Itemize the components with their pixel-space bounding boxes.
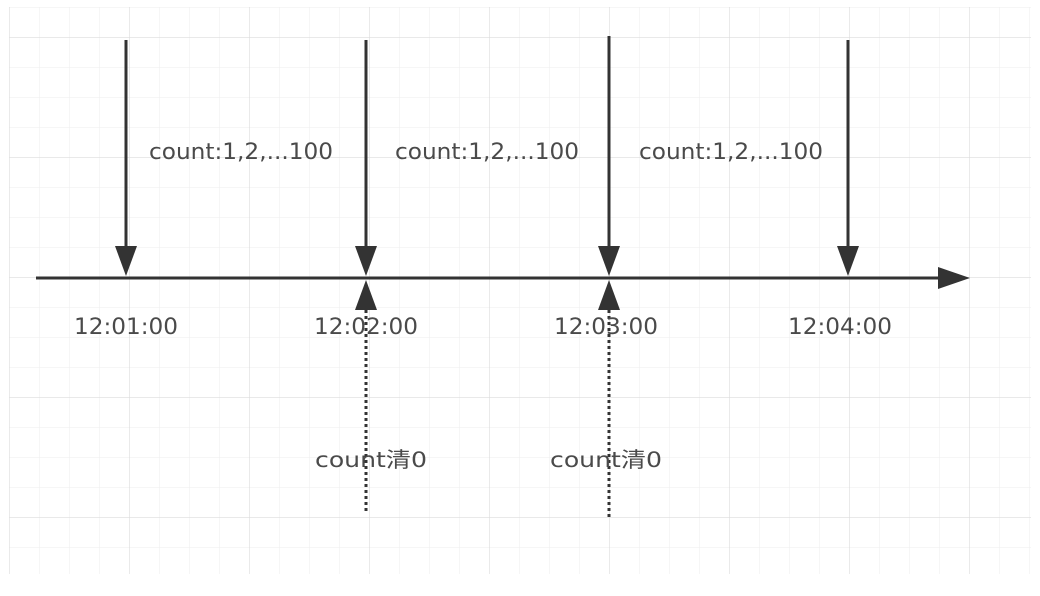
- window-count-label: count:1,2,...100: [149, 140, 333, 165]
- axis-arrowhead: [938, 267, 970, 289]
- window-boundary-arrows: [115, 36, 859, 276]
- reset-labels: count清0 count清0: [315, 448, 662, 472]
- window-boundary-arrow: [115, 40, 137, 276]
- time-tick-label: 12:03:00: [554, 315, 658, 340]
- window-boundary-arrow: [355, 40, 377, 276]
- time-tick-label: 12:01:00: [74, 315, 178, 340]
- grid-background: [9, 7, 1031, 574]
- count-reset-label: count清0: [550, 448, 662, 472]
- time-tick-label: 12:02:00: [314, 315, 418, 340]
- window-boundary-arrow: [837, 40, 859, 276]
- window-count-label: count:1,2,...100: [639, 140, 823, 165]
- window-count-labels: count:1,2,...100 count:1,2,...100 count:…: [149, 140, 823, 165]
- reset-arrow: [598, 280, 620, 518]
- time-tick-label: 12:04:00: [788, 315, 892, 340]
- window-boundary-arrow: [598, 36, 620, 276]
- reset-arrow: [355, 280, 377, 514]
- window-count-label: count:1,2,...100: [395, 140, 579, 165]
- time-tick-labels: 12:01:00 12:02:00 12:03:00 12:04:00: [74, 315, 892, 340]
- reset-arrows: [355, 280, 620, 518]
- count-reset-label: count清0: [315, 448, 427, 472]
- timeline-axis: [36, 267, 970, 289]
